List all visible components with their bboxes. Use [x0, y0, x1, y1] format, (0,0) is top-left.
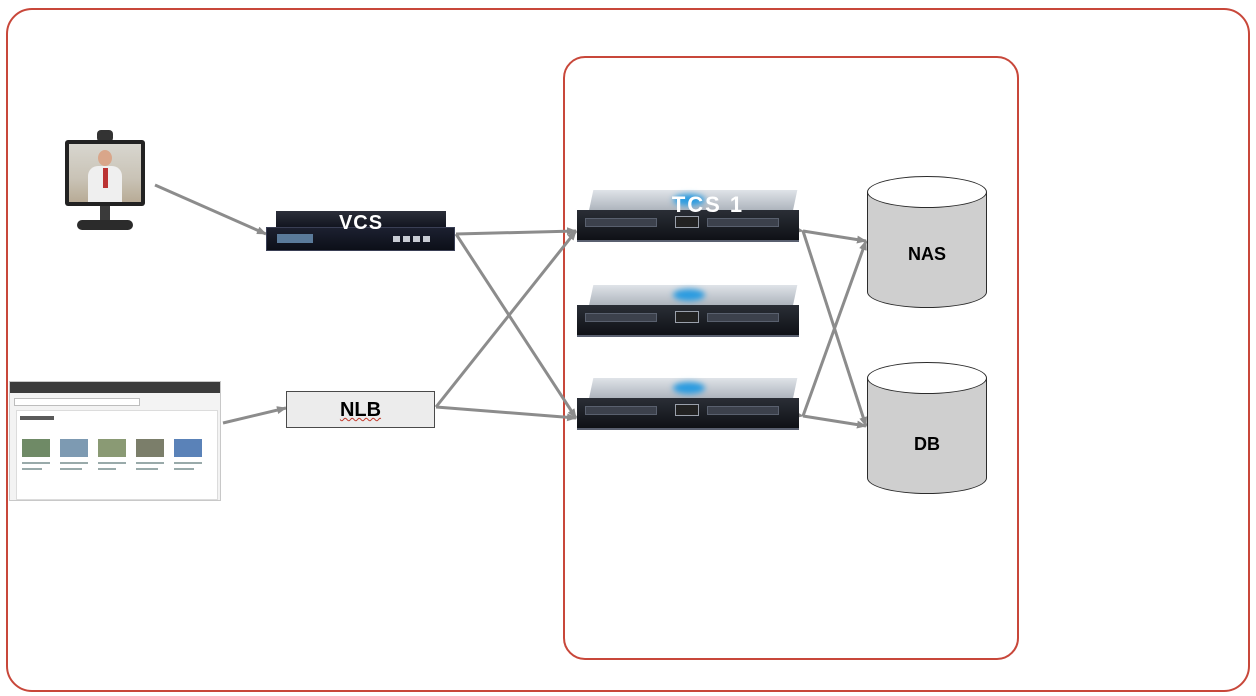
web-portal-icon [9, 381, 221, 501]
edge-vcs-tcs3 [454, 233, 578, 419]
portal-text-line [174, 462, 202, 464]
server-front [577, 305, 799, 337]
edge-tcs3-db [793, 410, 867, 429]
cluster-frame [563, 56, 1019, 660]
edge-tcs3-nas [801, 240, 868, 417]
portal-text-line [136, 468, 158, 470]
edge-endpoint-vcs [154, 183, 267, 236]
portal-text-line [22, 462, 50, 464]
server-front [577, 398, 799, 430]
cylinder-top [867, 176, 987, 208]
person-head [98, 150, 112, 166]
portal-text-line [98, 462, 126, 464]
portal-header [10, 382, 220, 393]
vcs-label: VCS [338, 212, 384, 234]
person-tie [103, 168, 108, 188]
server-handle [675, 216, 699, 228]
tcs1-label: TCS 1 [671, 192, 745, 217]
vcs-port [423, 236, 430, 242]
portal-text-line [22, 468, 42, 470]
vcs-port [393, 236, 400, 242]
portal-thumbnail [174, 439, 202, 457]
outer-frame [6, 8, 1250, 692]
storage-cylinder-icon: DB [867, 362, 987, 494]
rack-server-icon [577, 285, 801, 339]
portal-search-bar [14, 398, 140, 406]
portal-thumbnail [98, 439, 126, 457]
portal-text-line [98, 468, 116, 470]
vcs-lcd [277, 234, 313, 243]
edge-nlb-tcs1 [434, 230, 578, 408]
cylinder-body [867, 192, 987, 292]
portal-text-line [60, 468, 82, 470]
portal-text-line [136, 462, 164, 464]
portal-thumbnail [60, 439, 88, 457]
endpoint-base [77, 220, 133, 230]
endpoint-stand [100, 206, 110, 220]
cylinder-top [867, 362, 987, 394]
server-handle [675, 404, 699, 416]
vcs-appliance-icon [266, 211, 455, 253]
portal-text-line [174, 468, 194, 470]
db-label: DB [914, 434, 940, 454]
edge-portal-nlb [222, 406, 287, 425]
nlb-box [286, 391, 435, 428]
server-led [673, 194, 705, 206]
cylinder-body [867, 378, 987, 478]
vcs-top-panel [276, 211, 446, 227]
server-handle [675, 311, 699, 323]
server-drive-bay [707, 406, 779, 415]
server-front [577, 210, 799, 242]
rack-server-icon [577, 378, 801, 432]
nas-label: NAS [907, 244, 946, 264]
rack-server-icon [577, 190, 801, 244]
nlb-label: NLB [339, 399, 382, 421]
edge-tcs1-nas [793, 225, 867, 244]
video-endpoint-icon [55, 128, 155, 234]
portal-thumbnail [22, 439, 50, 457]
portal-heading [20, 416, 54, 420]
server-led [673, 289, 705, 301]
vcs-port [413, 236, 420, 242]
vcs-port [403, 236, 410, 242]
camera-icon [97, 130, 113, 142]
server-drive-bay [707, 218, 779, 227]
vcs-front-panel [266, 227, 455, 251]
edge-nlb-tcs3 [435, 405, 577, 422]
server-drive-bay [585, 218, 657, 227]
server-led [673, 382, 705, 394]
server-drive-bay [585, 313, 657, 322]
portal-thumbnail [136, 439, 164, 457]
server-drive-bay [707, 313, 779, 322]
portal-text-line [60, 462, 88, 464]
server-drive-bay [585, 406, 657, 415]
storage-cylinder-icon: NAS [867, 176, 987, 308]
edge-vcs-tcs1 [455, 227, 577, 236]
